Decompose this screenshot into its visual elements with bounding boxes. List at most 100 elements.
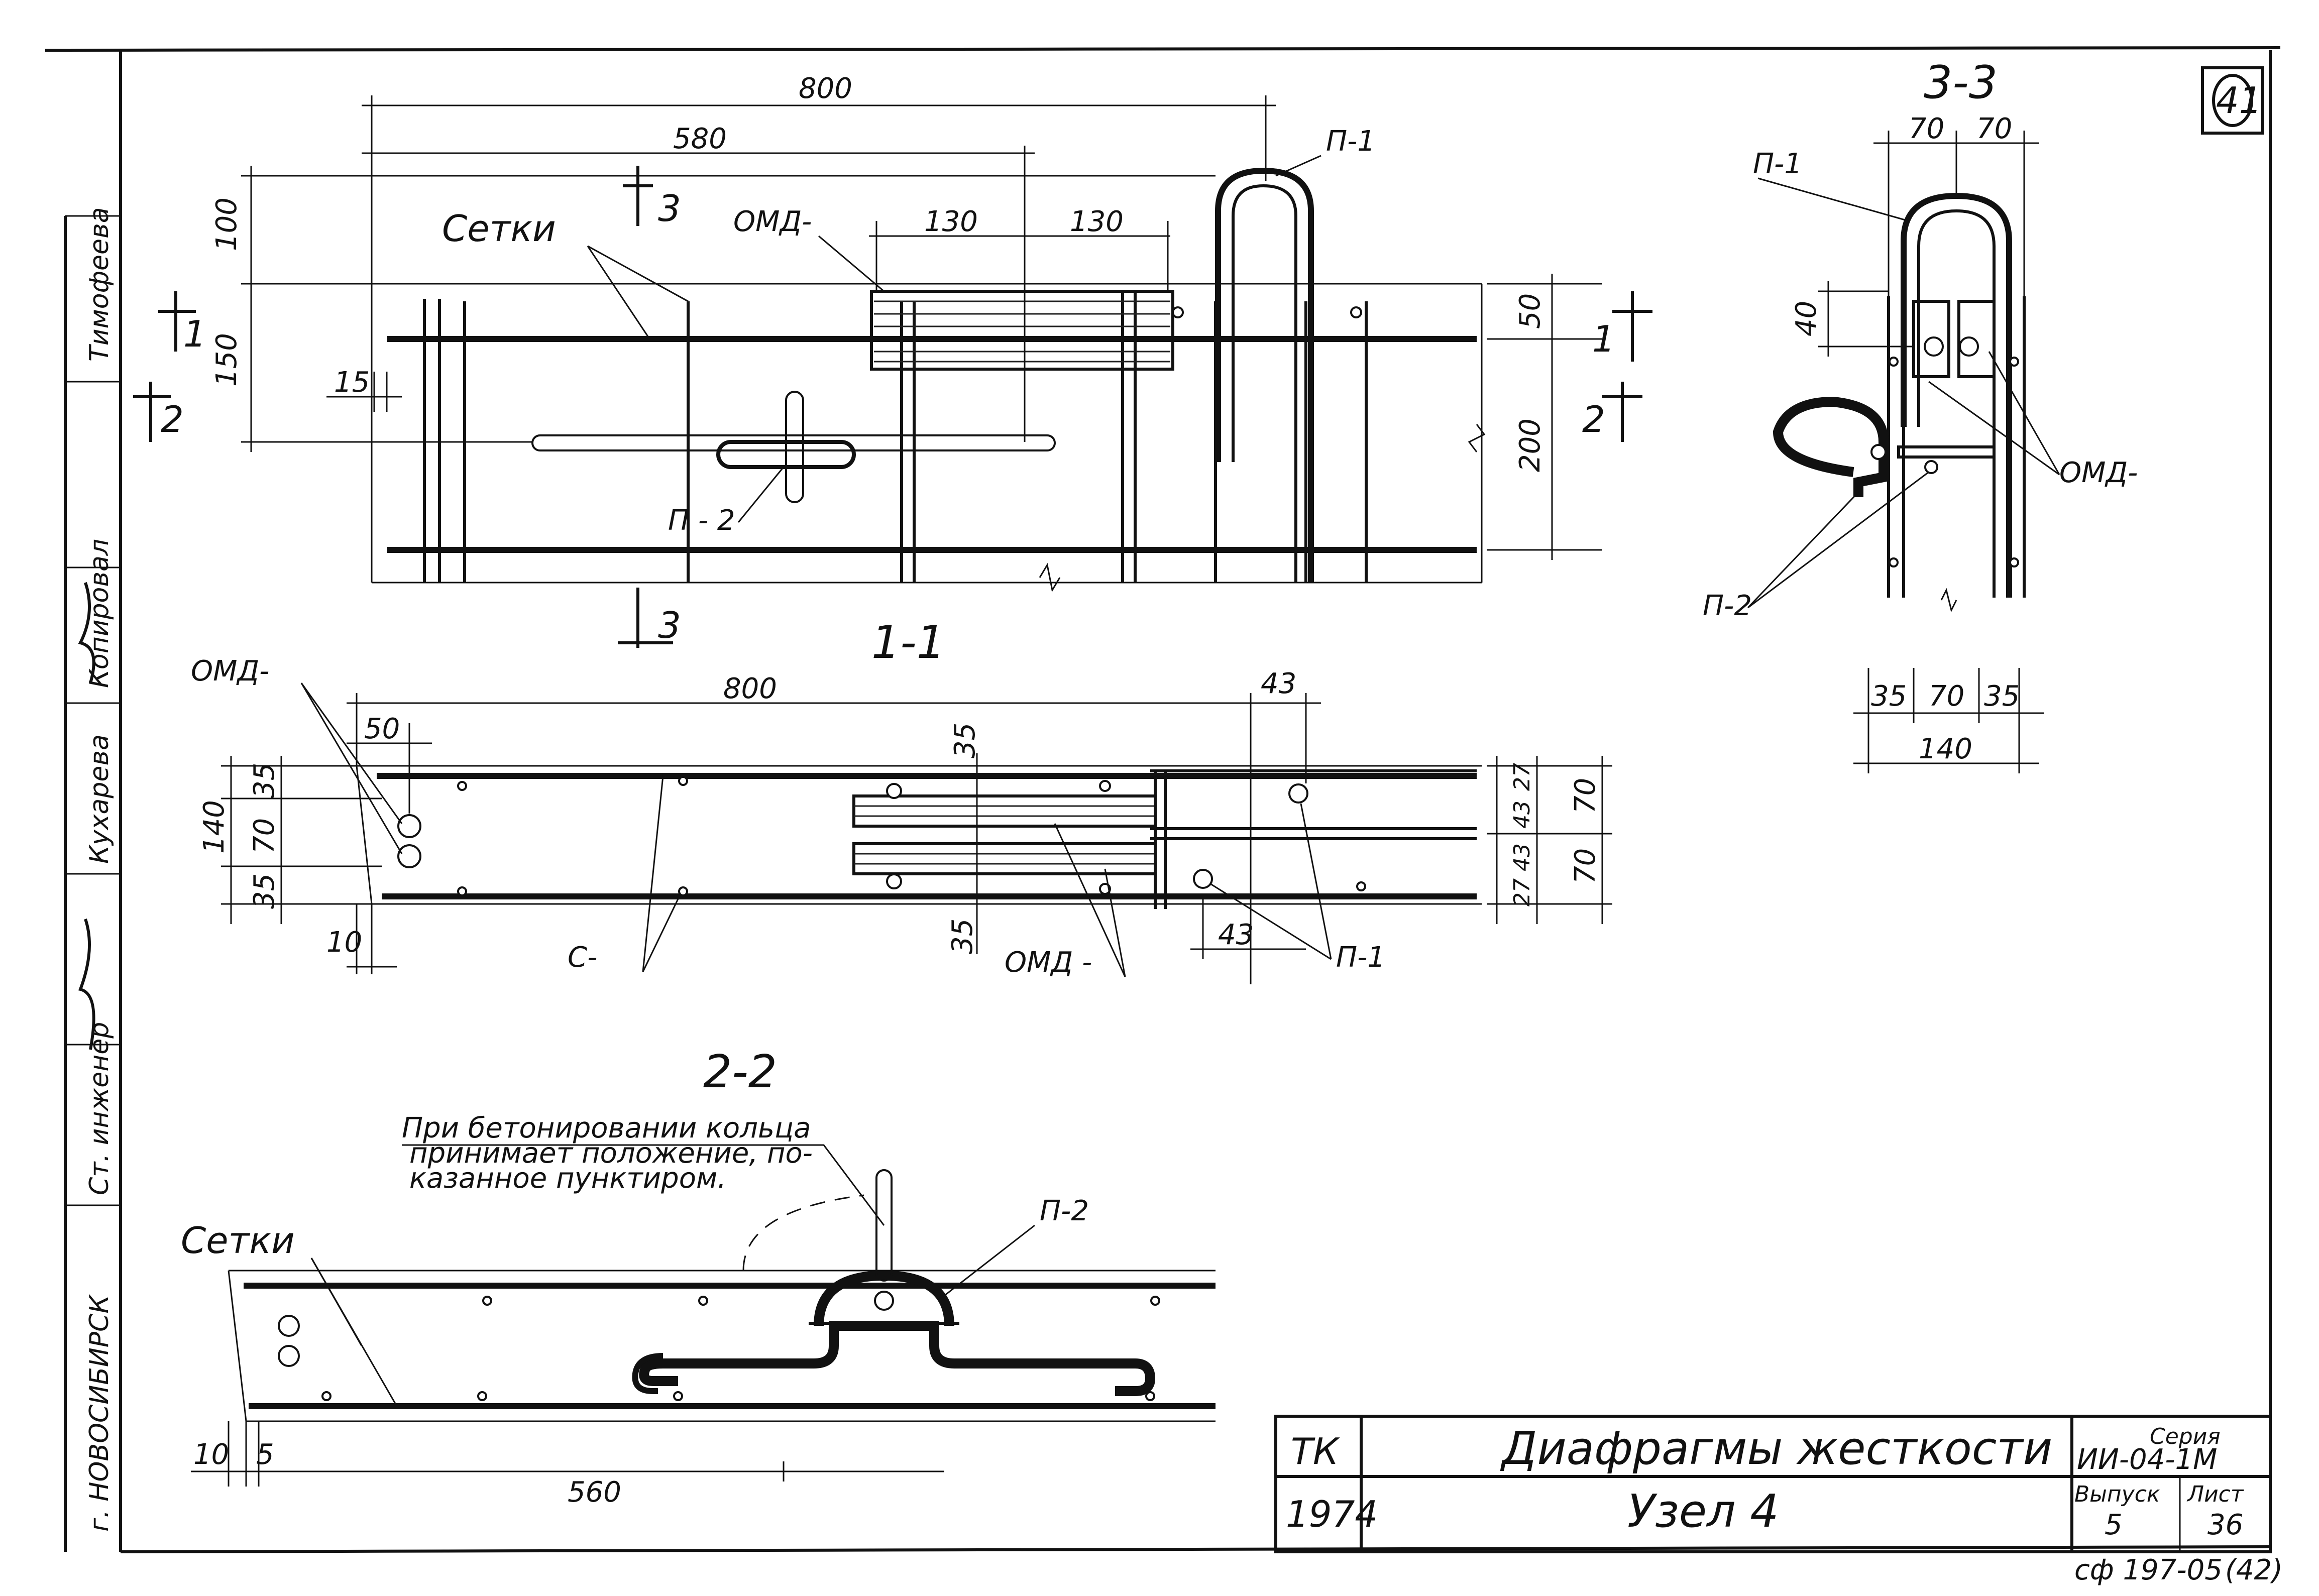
dim-150: 150	[210, 333, 243, 387]
side-stamp-role1: Тимофеева	[84, 207, 115, 362]
drawing-stroke	[531, 434, 1056, 451]
label-p2-33: П-2	[1703, 590, 1752, 622]
drawing-stroke	[397, 814, 421, 838]
drawing-stroke	[1232, 184, 1297, 583]
dim-22-10: 10	[193, 1438, 229, 1471]
dim-11-27-b: 27	[1509, 878, 1535, 906]
dim-50: 50	[1514, 293, 1547, 329]
dim-11-800: 800	[723, 672, 777, 705]
plan-view-dimensions: 800 580 130 130 100 150 15 50 200	[210, 72, 1602, 560]
sheet-number: 41	[2216, 79, 2262, 122]
drawing-stroke	[587, 245, 689, 302]
drawing-stroke	[1039, 562, 1061, 593]
dim-33-40: 40	[1790, 301, 1823, 336]
drawing-stroke	[1757, 177, 1909, 222]
dim-11-50: 50	[364, 713, 400, 745]
drawing-stroke	[1275, 155, 1321, 177]
drawing-stroke	[823, 1145, 885, 1226]
drawing-stroke	[1928, 381, 2060, 476]
dim-33-35-a: 35	[1871, 680, 1907, 713]
drawing-stroke	[45, 46, 2281, 52]
dim-11-35: 35	[949, 723, 981, 758]
dim-33-70-b: 70	[1976, 112, 2012, 145]
drawing-stroke	[632, 1353, 664, 1394]
drawing-stroke	[678, 886, 688, 896]
title-block-sheet-label: Лист	[2186, 1481, 2244, 1507]
drawing-stroke	[2009, 357, 2019, 367]
drawing-stroke	[870, 290, 1174, 371]
note-line-3: казанное пунктиром.	[409, 1162, 726, 1195]
drawing-stroke	[1870, 444, 1887, 460]
drawing-stroke	[875, 1169, 893, 1282]
label-setki-22: Сетки	[181, 1219, 295, 1262]
drawing-stroke	[852, 842, 1157, 875]
drawing-stroke	[737, 467, 785, 523]
side-stamp-city: г. НОВОСИБИРСК	[84, 1294, 115, 1532]
title-block-org: ТК	[1291, 1430, 1340, 1472]
drawing-stroke	[1145, 1391, 1155, 1401]
title-block-title: Диафрагмы жесткости	[1500, 1422, 2052, 1475]
dim-11-10: 10	[326, 926, 362, 959]
dim-100: 100	[210, 197, 243, 251]
drawing-stroke	[1917, 209, 1996, 598]
drawing-stroke	[1897, 445, 1996, 459]
side-stamp-role4: Ст. инженер	[84, 1022, 115, 1195]
side-stamp-role3: Кухарева	[84, 734, 115, 864]
drawing-stroke	[278, 1345, 300, 1367]
drawing-stroke	[1940, 588, 1957, 613]
dim-11-70: 70	[248, 818, 281, 854]
drawing-stroke	[356, 765, 373, 904]
drawing-stroke	[1054, 823, 1126, 977]
section-mark-3-bottom: 3	[658, 604, 681, 646]
drawing-stroke	[678, 776, 688, 786]
section-mark-2-left: 2	[161, 398, 184, 440]
section-title-3-3: 3-3	[1924, 56, 1998, 109]
label-p1-11: П-1	[1336, 941, 1385, 974]
drawing-stroke	[874, 1291, 894, 1311]
drawing-stroke	[228, 1270, 247, 1422]
dim-11-27-a: 27	[1509, 763, 1535, 791]
dim-33-70-c: 70	[1929, 680, 1964, 713]
stamp-note: сф 197-05	[2074, 1554, 2223, 1586]
drawing-stroke	[300, 682, 403, 824]
dim-130-a: 130	[924, 205, 978, 238]
drawing-stroke	[742, 1194, 864, 1271]
drawing-stroke	[673, 1391, 683, 1401]
section-mark-1-right: 1	[1592, 318, 1615, 360]
title-block-year: 1974	[1286, 1493, 1378, 1535]
dim-15: 15	[334, 366, 370, 399]
note-line-2: принимает положение, по-	[409, 1137, 813, 1170]
drawing-stroke	[1912, 300, 1950, 378]
sheet-number-badge: 41	[2201, 66, 2264, 135]
drawing-stroke	[2201, 66, 2264, 135]
drawing-stroke	[1747, 491, 1859, 609]
section-title-2-2: 2-2	[703, 1046, 777, 1098]
drawing-stroke	[477, 1391, 487, 1401]
label-p2-top: П - 2	[668, 504, 735, 537]
drawing-stroke	[2212, 74, 2253, 127]
drawing-stroke	[698, 1296, 708, 1306]
drawing-stroke	[1924, 336, 1944, 357]
drawing-stroke	[1215, 167, 1314, 583]
label-setki-top: Сетки	[442, 207, 556, 250]
dim-11-70-r2: 70	[1569, 848, 1602, 884]
dim-33-35-b: 35	[1984, 680, 2020, 713]
drawing-stroke	[2009, 557, 2019, 567]
drawing-stroke	[1773, 396, 1889, 497]
label-omd-top: ОМД-	[733, 205, 812, 238]
dim-11-43-b: 43	[1218, 919, 1254, 951]
drawing-stroke	[1300, 803, 1332, 960]
label-omd-33: ОМД-	[2059, 457, 2138, 489]
dim-11-35-c: 35	[946, 919, 979, 954]
drawing-stroke	[785, 391, 804, 503]
dim-11-35-b: 35	[248, 873, 281, 909]
drawing-stroke	[886, 873, 902, 889]
drawing-stroke	[642, 775, 664, 972]
dim-33-70-a: 70	[1909, 112, 1944, 145]
drawing-stroke	[587, 246, 649, 337]
signature-mark	[78, 919, 95, 1050]
title-block-issue-value: 5	[2105, 1509, 2123, 1541]
signature-mark	[78, 582, 95, 683]
dim-33-140: 140	[1919, 733, 1972, 765]
drawing-stroke	[1350, 306, 1362, 318]
